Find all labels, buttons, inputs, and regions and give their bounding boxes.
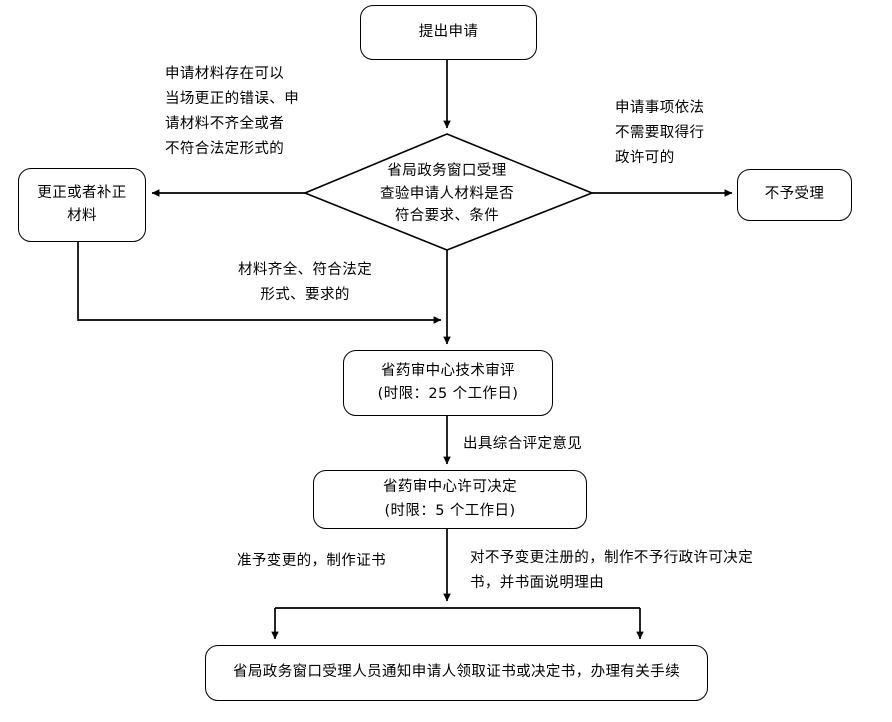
decision-label-line-1: 省局政务窗口受理 — [387, 162, 507, 179]
edge-label-deny-line-2: 书，并书面说明理由 — [470, 574, 605, 591]
node-reject-acceptance[interactable]: 不予受理 — [737, 169, 852, 221]
edge-label-left-branch-line-1: 申请材料存在可以 — [165, 66, 285, 82]
edge-label-qualified-line-2: 形式、要求的 — [260, 286, 350, 303]
edge-label-left-branch-line-3: 请材料不齐全或者 — [165, 115, 285, 132]
edge-label-review-opinion: 出具综合评定意见 — [463, 432, 582, 457]
edge-label-right-branch-line-1: 申请事项依法 — [615, 100, 705, 116]
edge-label-qualified-materials: 材料齐全、符合法定 形式、要求的 — [238, 258, 372, 308]
decision-label-line-3: 符合要求、条件 — [394, 208, 500, 225]
node-correct-materials-line-2: 材料 — [67, 208, 97, 224]
edge-label-right-branch: 申请事项依法 不需要取得行 政许可的 — [615, 96, 704, 171]
node-notify-applicant[interactable]: 省局政务窗口受理人员通知申请人领取证书或决定书，办理有关手续 — [205, 645, 708, 701]
edge-label-right-branch-line-2: 不需要取得行 — [615, 124, 705, 141]
node-license-decision-line-1: 省药审中心许可决定 — [382, 479, 518, 496]
node-technical-review-line-2: (时限：25 个工作日) — [377, 386, 519, 402]
node-decision-window-acceptance[interactable]: 省局政务窗口受理 查验申请人材料是否 符合要求、条件 — [305, 158, 589, 230]
node-submit-application-label: 提出申请 — [418, 23, 479, 40]
node-notify-applicant-label: 省局政务窗口受理人员通知申请人领取证书或决定书，办理有关手续 — [233, 664, 680, 681]
node-license-decision[interactable]: 省药审中心许可决定 (时限：5 个工作日) — [313, 470, 587, 529]
node-reject-acceptance-label: 不予受理 — [764, 186, 825, 203]
edge-label-left-branch-line-4: 不符合法定形式的 — [165, 140, 285, 157]
edge-label-review-opinion-line-1: 出具综合评定意见 — [463, 436, 583, 452]
node-technical-review-line-1: 省药审中心技术审评 — [380, 362, 516, 379]
edge-label-approve-line-1: 准予变更的，制作证书 — [237, 553, 386, 569]
decision-label-line-2: 查验申请人材料是否 — [379, 185, 515, 202]
edge-label-left-branch: 申请材料存在可以 当场更正的错误、申 请材料不齐全或者 不符合法定形式的 — [165, 62, 299, 162]
edge-label-approve-change: 准予变更的，制作证书 — [237, 549, 386, 574]
node-technical-review[interactable]: 省药审中心技术审评 (时限：25 个工作日) — [343, 350, 553, 416]
edge-label-right-branch-line-3: 政许可的 — [615, 149, 675, 166]
node-submit-application[interactable]: 提出申请 — [360, 5, 537, 60]
edge-label-deny-line-1: 对不予变更注册的，制作不予行政许可决定 — [470, 550, 754, 566]
node-license-decision-line-2: (时限：5 个工作日) — [384, 502, 516, 519]
edge-label-deny-change: 对不予变更注册的，制作不予行政许可决定 书，并书面说明理由 — [470, 546, 753, 596]
edge-label-left-branch-line-2: 当场更正的错误、申 — [165, 90, 300, 107]
node-correct-materials-line-1: 更正或者补正 — [37, 184, 127, 201]
edge-label-qualified-line-1: 材料齐全、符合法定 — [238, 262, 373, 278]
node-correct-materials[interactable]: 更正或者补正 材料 — [18, 168, 146, 242]
